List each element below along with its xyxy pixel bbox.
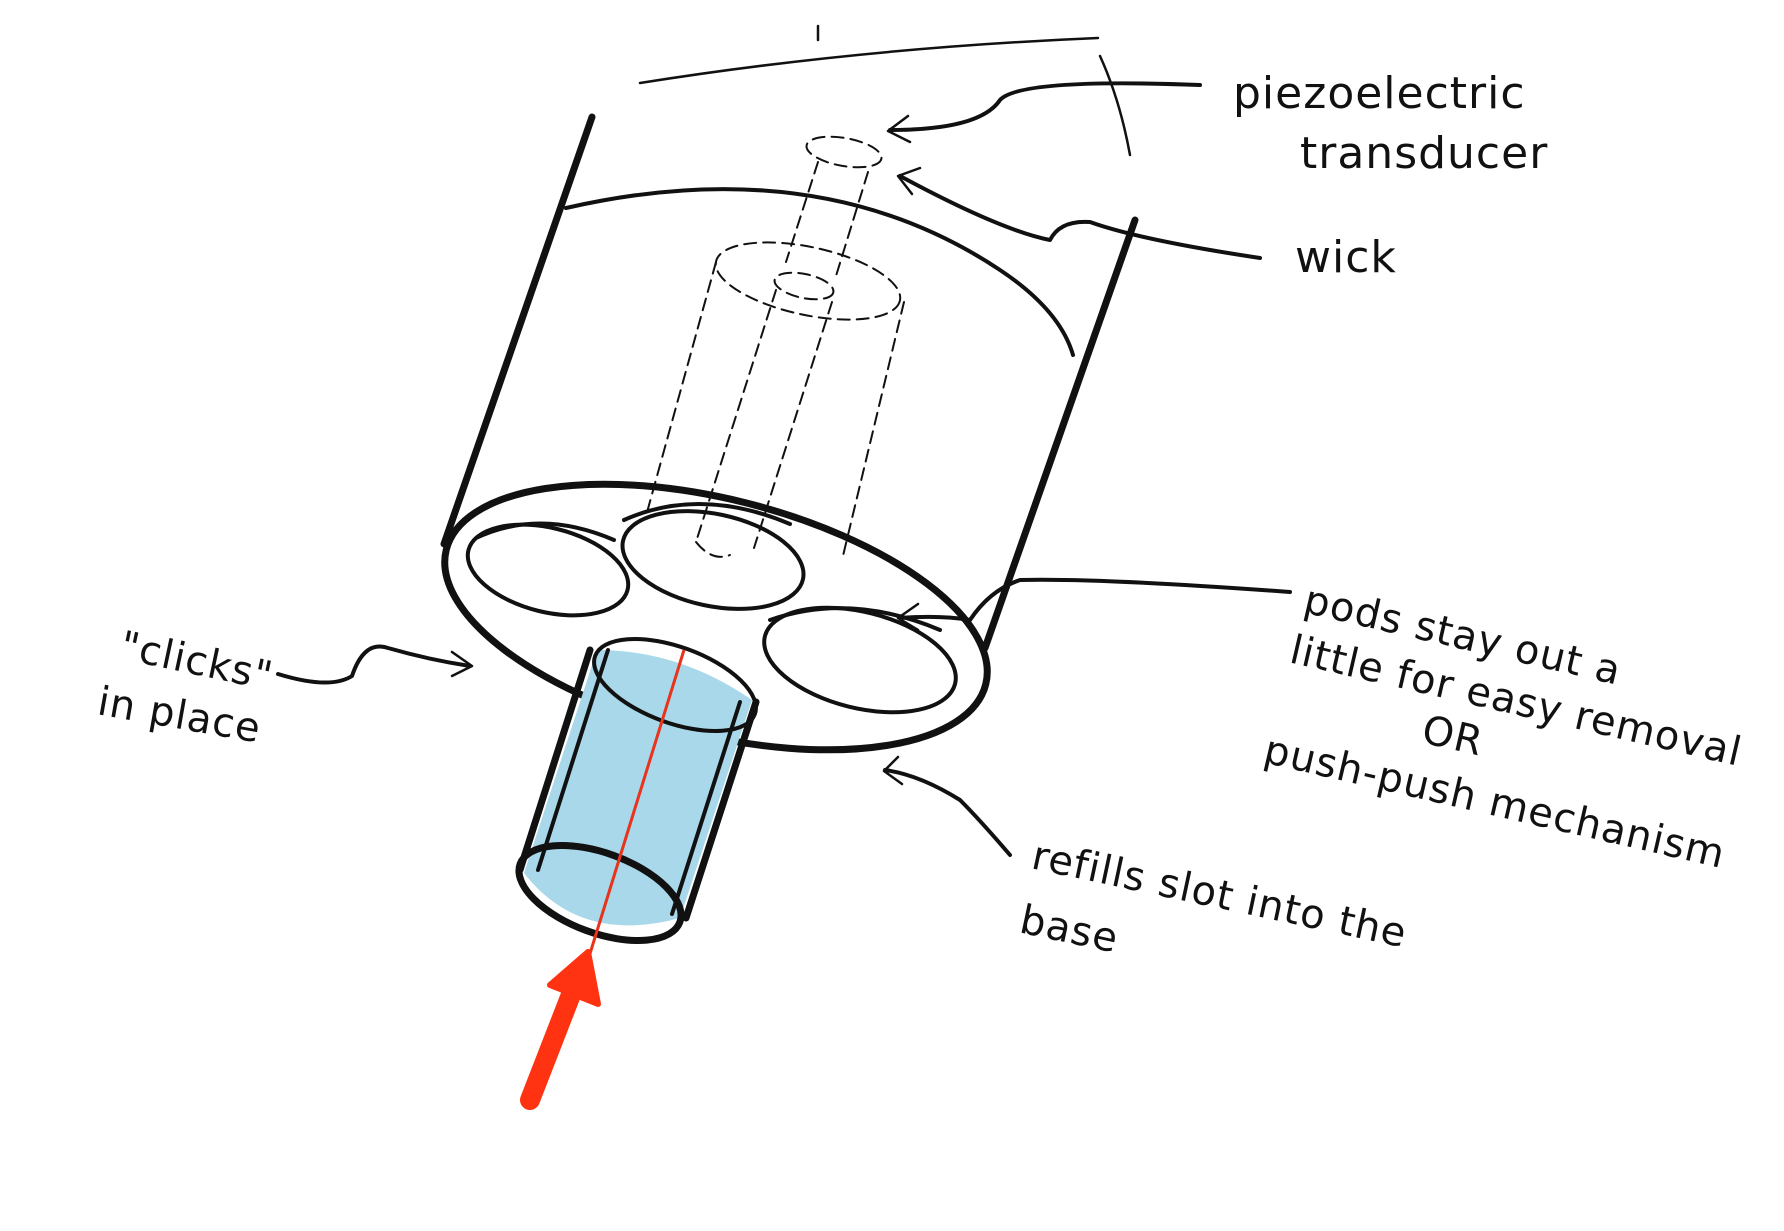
label-refills-line2: base bbox=[1016, 897, 1123, 963]
leader-clicks bbox=[276, 644, 474, 685]
label-refills-note: refills slot into the base bbox=[1016, 833, 1411, 963]
refill-pod bbox=[515, 636, 760, 961]
label-piezo-line2: transducer bbox=[1300, 128, 1548, 179]
leader-piezo bbox=[886, 81, 1202, 144]
internal-wick-hidden bbox=[645, 135, 905, 561]
leader-refills bbox=[882, 755, 1012, 857]
cylinder-top-edge bbox=[638, 24, 1132, 157]
label-piezoelectric-transducer: piezoelectric transducer bbox=[1233, 68, 1548, 179]
leader-pods bbox=[896, 577, 1292, 632]
leader-wick bbox=[896, 166, 1262, 260]
arrow-up-icon bbox=[520, 949, 601, 1110]
label-pods-note: pods stay out a little for easy removal … bbox=[1260, 577, 1747, 878]
label-wick: wick bbox=[1295, 232, 1397, 283]
label-piezo-line1: piezoelectric bbox=[1233, 68, 1526, 119]
cylinder-body bbox=[440, 113, 1139, 652]
label-clicks-in-place: "clicks" in place bbox=[94, 623, 277, 753]
